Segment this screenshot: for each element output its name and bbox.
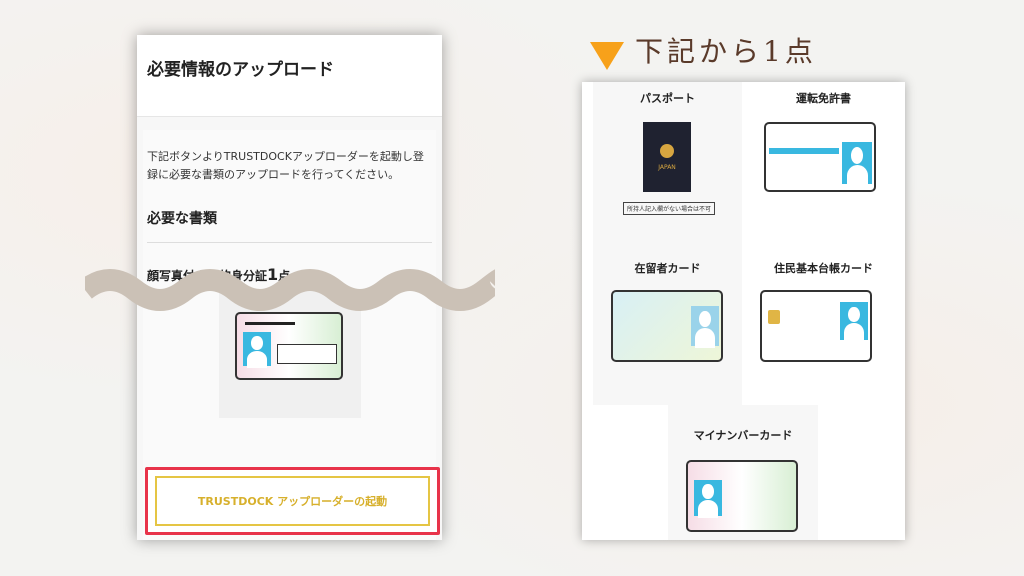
resident-card-illustration [760,290,872,362]
my-number-card-illustration [686,460,798,532]
screen-header: 必要情報のアップロード [137,35,442,117]
id-card-image [219,290,361,418]
description-text: 下記ボタンよりTRUSTDOCKアップローダーを起動し登録に必要な書類のアップロ… [147,150,424,181]
document-label: 住民基本台帳カード [774,262,873,275]
photo-placeholder-icon [243,332,271,368]
document-label: 運転免許書 [796,92,851,105]
my-number-card-illustration [235,312,343,380]
license-illustration [764,122,876,192]
subsection-count: 1 [267,265,279,284]
photo-placeholder-icon [694,480,722,518]
residence-card-illustration [611,290,723,362]
passport-note: 所持人記入欄がない場合は不可 [623,202,716,215]
photo-placeholder-icon [840,302,868,342]
triangle-down-icon [590,42,624,70]
card-field [277,344,337,364]
document-my-number-card: マイナンバーカード [668,405,818,540]
document-residence-card: 在留者カード [593,252,742,405]
divider [147,242,432,243]
options-heading: 下記から1点 [635,35,817,68]
launch-uploader-button[interactable]: TRUSTDOCK アップローダーの起動 [155,476,430,526]
card-line [245,322,295,325]
document-label: パスポート [640,92,695,105]
photo-placeholder-icon [691,306,719,348]
launch-button-highlight: TRUSTDOCK アップローダーの起動 [145,467,440,535]
document-options-panel: パスポート JAPAN 所持人記入欄がない場合は不可 運転免許書 在留者カード … [582,82,905,540]
photo-placeholder-icon [842,142,872,187]
wave-divider [85,269,495,311]
document-label: 在留者カード [634,262,701,275]
page-title: 必要情報のアップロード [147,60,334,80]
passport-illustration: JAPAN [643,122,691,192]
document-resident-registry-card: 住民基本台帳カード [742,252,905,405]
document-drivers-license: 運転免許書 [742,82,905,252]
document-label: マイナンバーカード [693,429,793,442]
section-title: 必要な書類 [147,211,217,227]
